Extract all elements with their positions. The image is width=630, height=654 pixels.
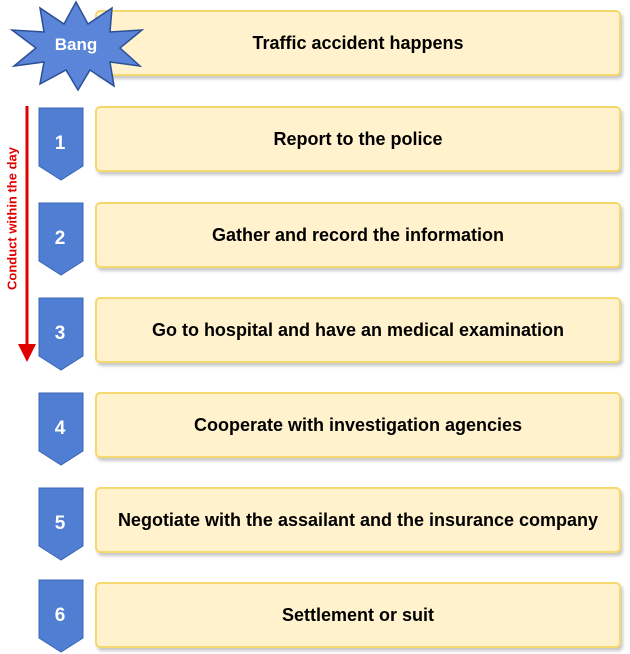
step-3-box: Go to hospital and have an medical exami… xyxy=(95,297,621,363)
step-2-number: 2 xyxy=(54,228,66,249)
step-4-box: Cooperate with investigation agencies xyxy=(95,392,621,458)
step-4-number: 4 xyxy=(54,418,66,439)
step-1-text: Report to the police xyxy=(273,128,443,149)
bang-label: Bang xyxy=(54,35,98,54)
start-event-text: Traffic accident happens xyxy=(252,32,464,53)
bang-burst-icon: Bang xyxy=(8,0,148,92)
step-2-box: Gather and record the information xyxy=(95,202,621,268)
step-2-chevron: 2 xyxy=(37,201,87,277)
start-event-box: Traffic accident happens xyxy=(95,10,621,76)
step-3-text: Go to hospital and have an medical exami… xyxy=(151,319,565,340)
step-5-chevron: 5 xyxy=(37,486,87,562)
step-3-number: 3 xyxy=(54,323,66,344)
step-1-number: 1 xyxy=(54,133,66,154)
step-6-box: Settlement or suit xyxy=(95,582,621,648)
step-3-chevron: 3 xyxy=(37,296,87,372)
step-6-text: Settlement or suit xyxy=(281,604,435,625)
step-1-box: Report to the police xyxy=(95,106,621,172)
step-5-number: 5 xyxy=(54,513,66,534)
step-6-number: 6 xyxy=(54,605,66,626)
step-5-box: Negotiate with the assailant and the ins… xyxy=(95,487,621,553)
step-6-chevron: 6 xyxy=(37,578,87,654)
step-5-text: Negotiate with the assailant and the ins… xyxy=(117,509,599,530)
step-4-chevron: 4 xyxy=(37,391,87,467)
timeline-arrow-icon xyxy=(18,106,36,362)
step-2-text: Gather and record the information xyxy=(211,224,505,245)
step-1-chevron: 1 xyxy=(37,106,87,182)
timeline-label: Conduct within the day xyxy=(4,147,20,291)
step-4-text: Cooperate with investigation agencies xyxy=(193,414,523,435)
